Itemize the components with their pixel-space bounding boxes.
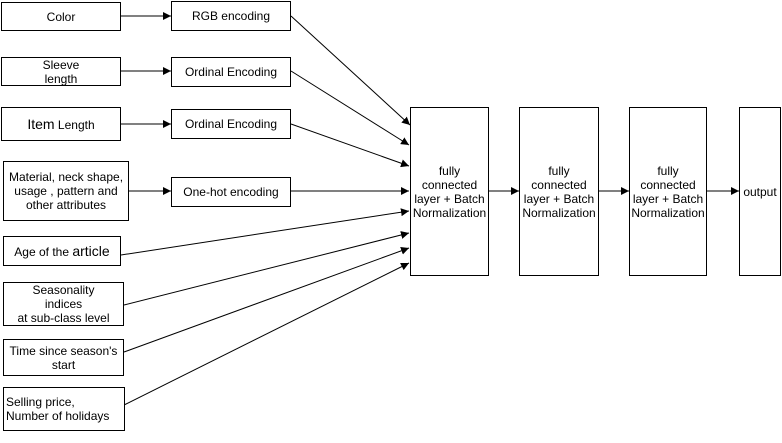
layer-fc-2: fully connected layer + Batch Normalizat… <box>519 107 599 276</box>
arrow-ordinal2-to-fc1 <box>290 123 410 168</box>
input-item-length-label: Item Length <box>27 117 94 132</box>
input-item-length-rest: Length <box>54 117 95 132</box>
input-age-prefix: Age of the <box>14 244 73 259</box>
input-material: Material, neck shape, usage , pattern an… <box>3 161 129 221</box>
arrow-seasonality-to-fc1 <box>123 231 410 306</box>
arrow-selling-to-fc1 <box>123 262 410 406</box>
arrow-time-to-fc1 <box>123 246 410 353</box>
input-material-label: Material, neck shape, usage , pattern an… <box>8 170 124 212</box>
encoder-ordinal-item: Ordinal Encoding <box>171 109 291 139</box>
input-sleeve-length: Sleeve length <box>1 57 121 86</box>
layer-fc-2-label: fully connected layer + Batch Normalizat… <box>522 163 596 220</box>
output-node-label: output <box>743 184 777 199</box>
encoder-onehot: One-hot encoding <box>171 177 291 207</box>
arrow-age-to-fc1 <box>120 208 410 256</box>
layer-fc-1-label: fully connected layer + Batch Normalizat… <box>412 163 487 220</box>
encoder-rgb-label: RGB encoding <box>191 9 271 23</box>
layer-fc-1: fully connected layer + Batch Normalizat… <box>410 107 489 276</box>
encoder-rgb: RGB encoding <box>171 1 291 31</box>
arrow-ordinal1-to-fc1 <box>290 70 410 146</box>
input-seasonality: Seasonality indices at sub-class level <box>3 282 124 326</box>
input-selling-price-label: Selling price, Number of holidays <box>6 395 110 423</box>
encoder-onehot-label: One-hot encoding <box>183 185 279 199</box>
input-seasonality-label: Seasonality indices at sub-class level <box>17 283 110 325</box>
layer-fc-3-label: fully connected layer + Batch Normalizat… <box>631 163 705 220</box>
encoder-ordinal-item-label: Ordinal Encoding <box>184 117 278 131</box>
arrow-rgb-to-fc1 <box>290 15 411 126</box>
input-age-label: Age of the article <box>14 244 109 259</box>
input-time-since-season: Time since season's start <box>3 339 124 376</box>
input-age-word: article <box>72 242 110 259</box>
input-sleeve-length-label: Sleeve length <box>42 57 80 86</box>
input-color: Color <box>1 2 121 31</box>
layer-fc-3: fully connected layer + Batch Normalizat… <box>629 107 707 276</box>
input-age: Age of the article <box>3 236 121 266</box>
encoder-ordinal-sleeve: Ordinal Encoding <box>171 57 291 87</box>
output-node: output <box>739 107 781 276</box>
input-color-label: Color <box>46 9 76 24</box>
input-item-length: Item Length <box>1 107 121 141</box>
input-selling-price: Selling price, Number of holidays <box>3 387 125 431</box>
input-time-since-season-label: Time since season's start <box>9 343 118 372</box>
encoder-ordinal-sleeve-label: Ordinal Encoding <box>184 65 278 79</box>
input-item-length-word: Item <box>27 115 55 132</box>
